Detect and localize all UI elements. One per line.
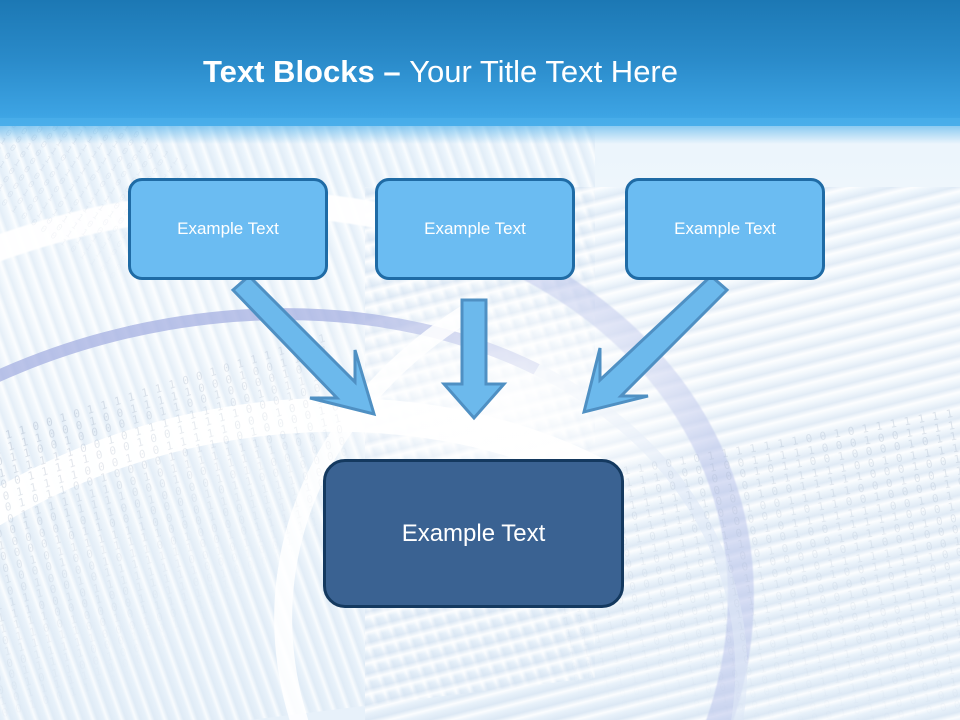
top-box-3-label: Example Text xyxy=(674,219,776,238)
top-box-3[interactable]: Example Text xyxy=(625,178,825,280)
page-title-dash: – xyxy=(374,54,410,89)
slide-header-fade xyxy=(0,118,960,144)
page-title-bold: Text Blocks xyxy=(203,54,375,89)
page-title: Text Blocks – Your Title Text Here xyxy=(203,53,678,91)
bottom-box-label: Example Text xyxy=(401,519,546,547)
top-box-1-label: Example Text xyxy=(177,219,279,238)
bottom-box[interactable]: Example Text xyxy=(323,459,624,608)
top-box-1[interactable]: Example Text xyxy=(128,178,328,280)
slide-header-band xyxy=(0,0,960,126)
page-title-rest: Your Title Text Here xyxy=(409,54,679,89)
top-box-2[interactable]: Example Text xyxy=(375,178,575,280)
top-box-2-label: Example Text xyxy=(424,219,526,238)
